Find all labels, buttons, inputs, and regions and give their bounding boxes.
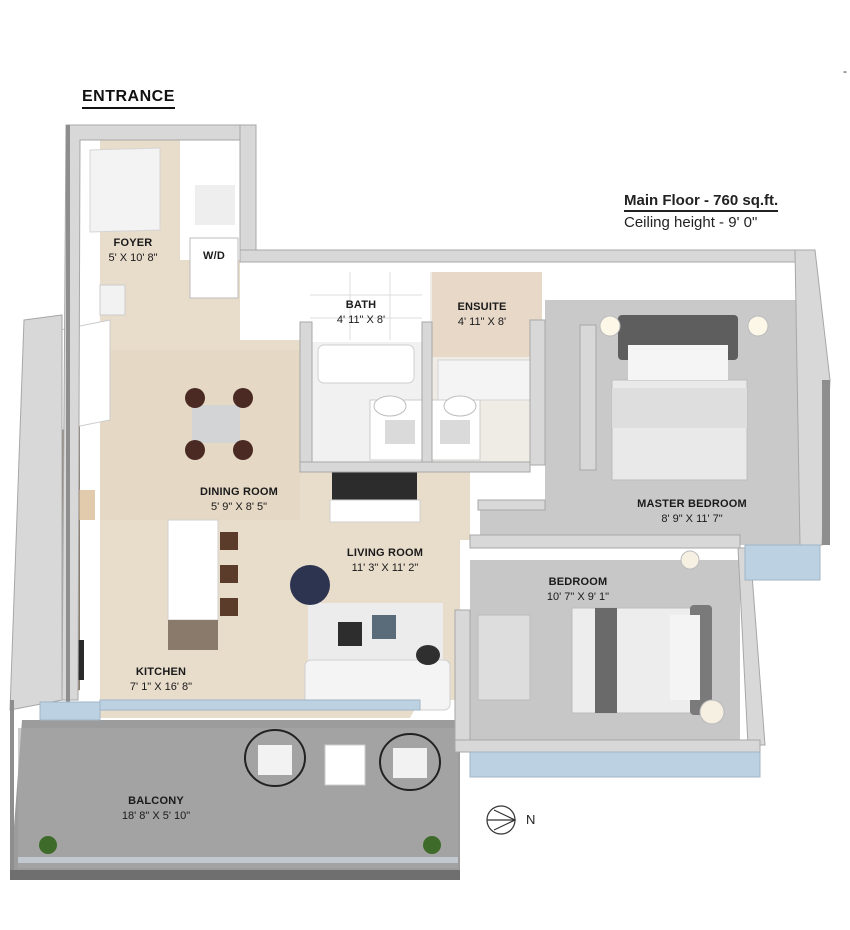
room-name: W/D: [203, 250, 225, 262]
room-label-ensuite: ENSUITE 4' 11" X 8': [457, 300, 506, 330]
wall-shadows: [10, 125, 830, 870]
room-name: MASTER BEDROOM: [637, 498, 747, 510]
room-name: LIVING ROOM: [346, 547, 424, 559]
room-label-wd: W/D: [203, 249, 225, 264]
room-dims: 10' 7" X 9' 1": [546, 591, 610, 603]
room-name: BATH: [345, 299, 377, 311]
room-dims: 5' 9" X 8' 5": [210, 501, 268, 513]
room-name: BEDROOM: [548, 576, 608, 588]
room-dims: 18' 8" X 5' 10": [121, 810, 191, 822]
room-name: FOYER: [113, 237, 153, 249]
room-name: BALCONY: [128, 795, 184, 807]
room-label-living: LIVING ROOM 11' 3" X 11' 2": [347, 546, 423, 576]
room-label-bath: BATH 4' 11" X 8': [337, 298, 385, 328]
room-dims: 8' 9" X 11' 7": [661, 513, 723, 525]
room-label-foyer: FOYER 5' X 10' 8": [108, 236, 157, 266]
room-dims: 4' 11" X 8': [457, 316, 507, 328]
windows: [39, 544, 821, 778]
room-name: ENSUITE: [457, 301, 507, 313]
walls: [9, 124, 831, 753]
room-label-bedroom: BEDROOM 10' 7" X 9' 1": [547, 575, 609, 605]
living-furniture: [290, 472, 451, 711]
balcony-area: [10, 720, 460, 880]
bedroom-floor: [470, 550, 740, 745]
room-label-dining: DINING ROOM 5' 9" X 8' 5": [200, 485, 278, 515]
foyer-area: [89, 147, 239, 316]
compass-label: N: [526, 812, 536, 827]
floor-area-title: Main Floor - 760 sq.ft.: [624, 192, 779, 212]
cropped-edge-marks: ‐: [843, 64, 847, 78]
entrance-label: ENTRANCE: [82, 88, 175, 109]
room-label-kitchen: KITCHEN 7' 1" X 16' 8": [130, 665, 192, 695]
ensuite-floor: [430, 272, 542, 462]
room-dims: 11' 3" X 11' 2": [351, 562, 419, 574]
ceiling-height: Ceiling height - 9' 0": [624, 214, 758, 231]
dining-table: [185, 388, 253, 460]
floor-info: Main Floor - 760 sq.ft. Ceiling height -…: [624, 192, 779, 234]
room-dims: 7' 1" X 16' 8": [129, 681, 193, 693]
room-label-master-bedroom: MASTER BEDROOM 8' 9" X 11' 7": [637, 497, 747, 527]
room-label-balcony: BALCONY 18' 8" X 5' 10": [122, 794, 190, 824]
master-bedroom-floor: [480, 300, 800, 545]
room-dims: 4' 11" X 8': [336, 314, 386, 326]
room-name: KITCHEN: [135, 666, 187, 678]
balcony-furniture: [39, 729, 441, 854]
room-dims: 5' X 10' 8": [108, 252, 158, 264]
room-name: DINING ROOM: [200, 486, 278, 498]
compass-icon: [486, 805, 517, 835]
